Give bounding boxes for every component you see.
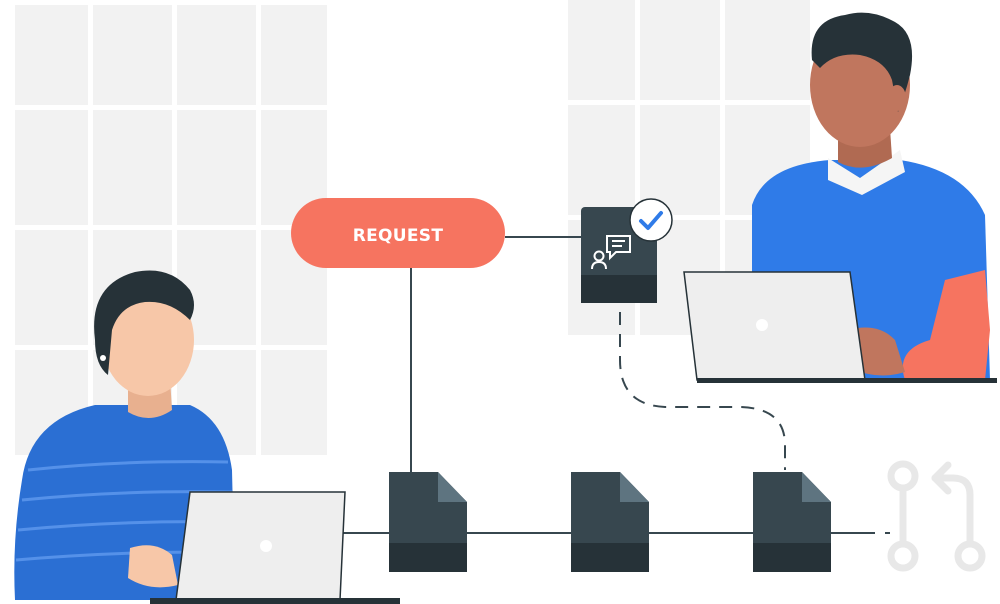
user-comment-icon	[591, 235, 631, 270]
document-icon	[571, 472, 649, 572]
request-label: REQUEST	[353, 226, 444, 246]
man-laptop	[683, 271, 997, 383]
git-pull-request-icon	[887, 460, 986, 572]
check-icon	[629, 198, 673, 242]
woman-figure	[14, 270, 235, 600]
request-pill: REQUEST	[291, 198, 505, 268]
woman-laptop	[150, 491, 400, 604]
top-card	[581, 198, 673, 303]
document-icon	[389, 472, 467, 572]
document-icon	[753, 472, 831, 572]
